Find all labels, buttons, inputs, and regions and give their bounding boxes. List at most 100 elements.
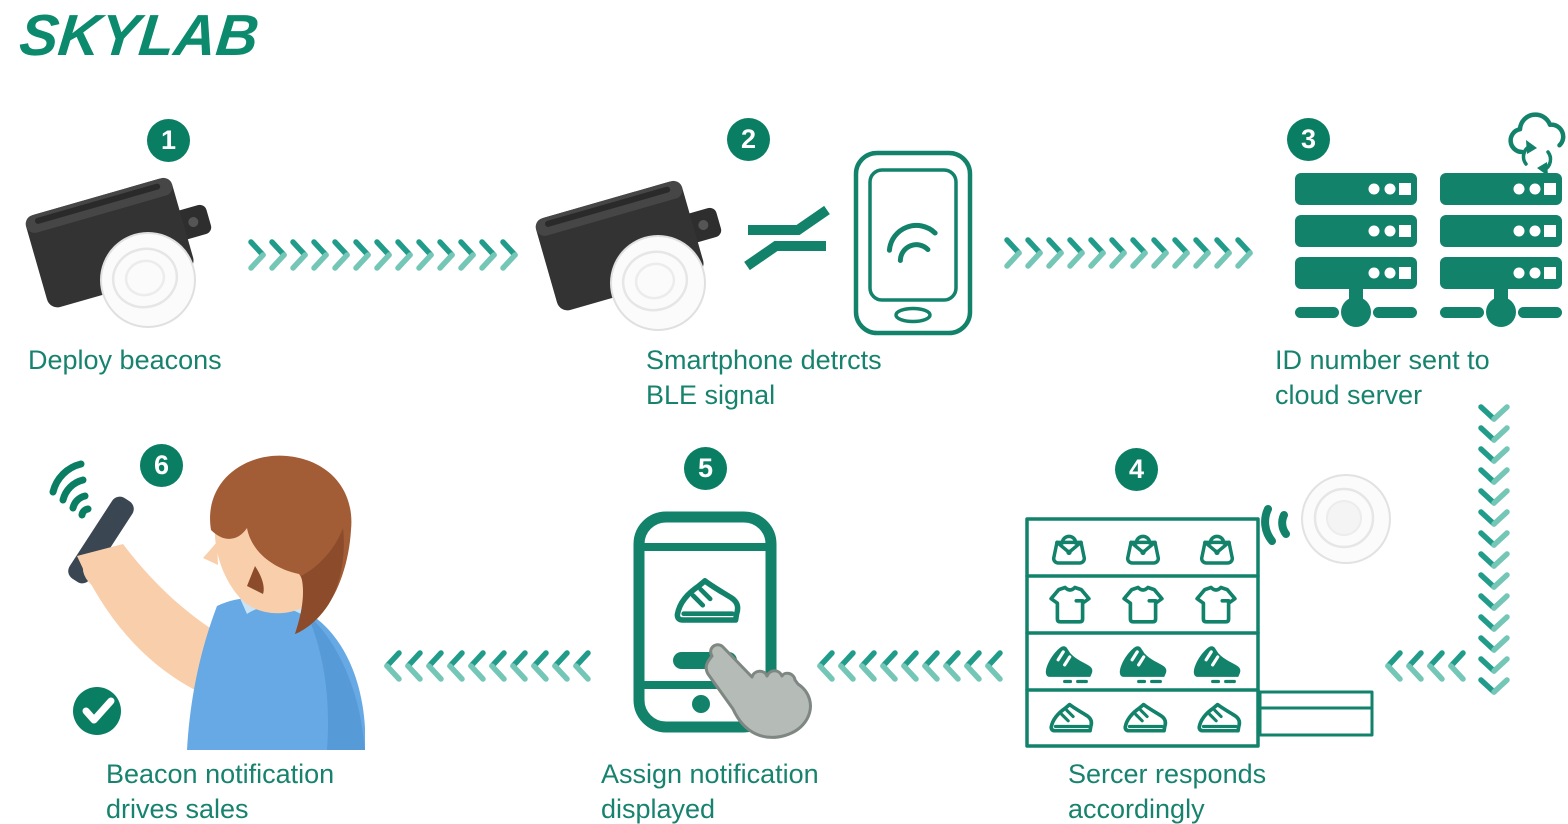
running-shoe-icons bbox=[1044, 644, 1242, 684]
chevron-down-icon bbox=[1478, 509, 1510, 527]
chevron-down-icon bbox=[1478, 635, 1510, 653]
chevron-left-icon bbox=[384, 650, 402, 682]
chevron-right-icon bbox=[1172, 237, 1190, 269]
shoe-notification-icon bbox=[677, 581, 737, 620]
chevron-right-icon bbox=[311, 239, 329, 271]
chevron-right-icon bbox=[332, 239, 350, 271]
tshirt-icons bbox=[1049, 585, 1237, 624]
chevron-left-icon bbox=[552, 650, 570, 682]
chevron-left-icon bbox=[838, 650, 856, 682]
flow-arrow-step3-down bbox=[1477, 402, 1511, 696]
chevron-right-icon bbox=[1235, 237, 1253, 269]
chevron-down-icon bbox=[1478, 404, 1510, 422]
chevron-right-icon bbox=[395, 239, 413, 271]
step-1-label: Deploy beacons bbox=[28, 345, 222, 375]
chevron-down-icon bbox=[1478, 572, 1510, 590]
chevron-right-icon bbox=[1067, 237, 1085, 269]
chevron-right-icon bbox=[1046, 237, 1064, 269]
chevron-left-icon bbox=[426, 650, 444, 682]
chevron-left-icon bbox=[531, 650, 549, 682]
flow-arrow-step2-to-step3 bbox=[1002, 236, 1254, 270]
chevron-left-icon bbox=[964, 650, 982, 682]
chevron-right-icon bbox=[458, 239, 476, 271]
smartphone-ble-icon bbox=[853, 150, 973, 336]
chevron-left-icon bbox=[859, 650, 877, 682]
chevron-right-icon bbox=[1004, 237, 1022, 269]
hand-cursor-icon bbox=[704, 643, 812, 739]
hair-shade bbox=[295, 528, 344, 634]
chevron-right-icon bbox=[1088, 237, 1106, 269]
shirt-shade bbox=[307, 614, 365, 750]
chevron-left-icon bbox=[922, 650, 940, 682]
chevron-down-icon bbox=[1478, 446, 1510, 464]
chevron-right-icon bbox=[1214, 237, 1232, 269]
flow-arrow-step5-to-step6 bbox=[382, 649, 592, 683]
step-6-badge: 6 bbox=[140, 444, 183, 487]
chevron-left-icon bbox=[510, 650, 528, 682]
chevron-down-icon bbox=[1478, 593, 1510, 611]
bag-icons bbox=[1051, 534, 1235, 565]
chevron-right-icon bbox=[1193, 237, 1211, 269]
beacon-device-photo-2 bbox=[532, 170, 733, 332]
step-2-label: Smartphone detrcts BLE signal bbox=[646, 345, 882, 410]
chevron-down-icon bbox=[1478, 614, 1510, 632]
server-rack-icons bbox=[1295, 173, 1562, 327]
skylab-logo: SKYLAB bbox=[16, 3, 262, 68]
step-3-label: ID number sent to cloud server bbox=[1275, 345, 1490, 410]
chevron-right-icon bbox=[290, 239, 308, 271]
chevron-left-icon bbox=[468, 650, 486, 682]
step-1-badge: 1 bbox=[147, 119, 190, 162]
chevron-left-icon bbox=[1406, 650, 1424, 682]
chevron-down-icon bbox=[1478, 530, 1510, 548]
chevron-right-icon bbox=[1109, 237, 1127, 269]
step-5-label: Assign notification displayed bbox=[601, 759, 819, 824]
chevron-left-icon bbox=[985, 650, 1003, 682]
chevron-right-icon bbox=[374, 239, 392, 271]
chevron-right-icon bbox=[500, 239, 518, 271]
chevron-down-icon bbox=[1478, 488, 1510, 506]
transfer-arrows-icon bbox=[744, 205, 830, 271]
phone-signal-icon bbox=[49, 460, 92, 519]
sneaker-icons bbox=[1049, 702, 1242, 733]
chevron-left-icon bbox=[447, 650, 465, 682]
chevron-left-icon bbox=[1385, 650, 1403, 682]
chevron-left-icon bbox=[880, 650, 898, 682]
step-3-badge: 3 bbox=[1287, 118, 1330, 161]
chevron-right-icon bbox=[269, 239, 287, 271]
chevron-right-icon bbox=[1151, 237, 1169, 269]
nose bbox=[203, 542, 218, 565]
counter-icon bbox=[1258, 690, 1374, 737]
chevron-left-icon bbox=[943, 650, 961, 682]
beacon-device-photo-1 bbox=[22, 167, 223, 329]
step-4-label: Sercer responds accordingly bbox=[1068, 759, 1267, 824]
chevron-left-icon bbox=[405, 650, 423, 682]
home-button-dot bbox=[692, 695, 710, 713]
product-shelf-icon bbox=[1025, 517, 1260, 748]
chevron-down-icon bbox=[1478, 425, 1510, 443]
flow-arrow-step1-to-step2 bbox=[246, 238, 519, 272]
chevron-right-icon bbox=[353, 239, 371, 271]
chevron-down-icon bbox=[1478, 551, 1510, 569]
check-badge-icon bbox=[73, 687, 121, 735]
beacon-puck-icon bbox=[1261, 474, 1391, 564]
step-4-badge: 4 bbox=[1115, 448, 1158, 491]
chevron-down-icon bbox=[1478, 656, 1510, 674]
chevron-left-icon bbox=[817, 650, 835, 682]
sleeve bbox=[201, 634, 289, 719]
chevron-left-icon bbox=[1427, 650, 1445, 682]
sideburn bbox=[247, 566, 264, 594]
hand bbox=[82, 554, 128, 594]
wifi-signal-icon bbox=[886, 222, 938, 264]
chevron-left-icon bbox=[901, 650, 919, 682]
flow-arrow-step4-to-step5 bbox=[815, 649, 1004, 683]
flow-arrow-corner-to-step4 bbox=[1383, 649, 1467, 683]
step-2-badge: 2 bbox=[727, 118, 770, 161]
chevron-right-icon bbox=[479, 239, 497, 271]
chevron-right-icon bbox=[437, 239, 455, 271]
cloud-sync-icon bbox=[1508, 112, 1566, 176]
chevron-right-icon bbox=[248, 239, 266, 271]
chevron-left-icon bbox=[1448, 650, 1466, 682]
chevron-left-icon bbox=[489, 650, 507, 682]
chevron-down-icon bbox=[1478, 677, 1510, 695]
